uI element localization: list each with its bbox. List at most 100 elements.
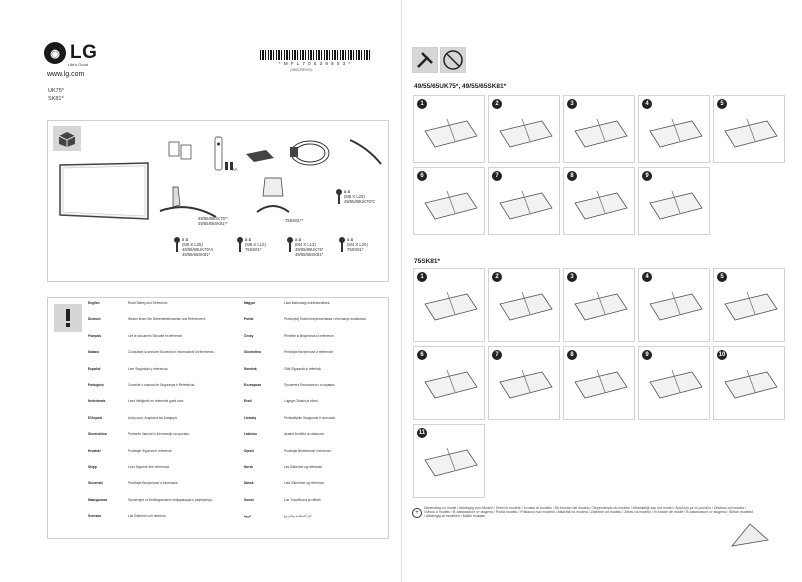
language-name: Deutsch <box>88 317 101 322</box>
assembly-step: 2 <box>488 95 560 163</box>
step-number: 1 <box>417 272 427 282</box>
language-row: Slovenčina Prečítajte Bezpečnosť a refere… <box>244 351 384 367</box>
step-number: 2 <box>492 272 502 282</box>
language-name: Italiano <box>88 350 100 355</box>
assembly-step: 7 <box>488 346 560 420</box>
footnote: Depending on model / Abhängig vom Modell… <box>424 506 753 518</box>
screw-1-label: x 4(M5 X L20)49/55/65UK75*C <box>344 189 375 204</box>
language-name: Svenska <box>88 514 101 519</box>
language-description: Lexo Sigurinë dhe referencat. <box>128 465 170 469</box>
language-name: Română <box>244 366 257 371</box>
screw-2-label: x 4(M5 X L25)49/55/65UK75*A 49/55/65SK81… <box>182 237 213 257</box>
step-number: 4 <box>642 99 652 109</box>
screw-4-models: 49/55/65UK75* 49/55/65SK81* <box>295 247 324 257</box>
battery-icon <box>225 162 233 170</box>
step-number: 5 <box>717 272 727 282</box>
screw-icon <box>287 237 293 252</box>
power-cable-icon <box>290 140 330 166</box>
step-number: 3 <box>567 99 577 109</box>
step-number: 10 <box>717 350 727 360</box>
language-name: Македонски <box>88 497 108 502</box>
stand-bar-icon <box>349 139 382 165</box>
assembly-step: 11 <box>413 424 485 498</box>
cable-holder-icon <box>246 150 274 162</box>
screw-4-spec: (M4 X L12) <box>295 242 316 247</box>
language-name: Български <box>244 383 262 387</box>
language-name: Slovenčina <box>244 350 261 355</box>
assembly-step: 9 <box>638 167 710 235</box>
language-description: Lugege Ohutus ja viited. <box>284 399 319 404</box>
language-name: Eesti <box>244 399 252 404</box>
language-description: Pročitajte Sigurnost i reference. <box>128 448 173 453</box>
step-illustration <box>424 291 478 321</box>
step-illustration <box>574 369 628 399</box>
assembly-step: 8 <box>563 167 635 235</box>
language-name: Lietuvių <box>244 415 257 420</box>
language-row: Česky Přečtěte si Bezpečnost a reference. <box>244 333 384 351</box>
step-number: 9 <box>642 171 652 181</box>
website-url: www.lg.com <box>47 71 85 78</box>
assembly-step: 5 <box>713 95 785 163</box>
language-description: Přečtěte si Bezpečnost a reference. <box>284 333 335 338</box>
language-description: Perskaitykite Saugumas ir nuorodos. <box>284 415 336 420</box>
language-name: Norsk <box>244 465 254 469</box>
stand-left-models: 49/55/65UK75** 49/55/65SK81** <box>198 216 229 226</box>
step-illustration <box>724 118 778 148</box>
assembly-step: 6 <box>413 346 485 420</box>
accessories-box: AA 49/55/65UK75** 49/55/65SK81** 75SK81*… <box>47 120 389 282</box>
lg-logo: ◉ LG <box>44 42 97 64</box>
screw-4-qty: x 4 <box>295 237 301 242</box>
warning-icon <box>54 304 82 332</box>
language-description: Прочетете Безопасност и справка. <box>284 383 336 387</box>
language-name: Česky <box>244 333 254 338</box>
assembly-step: 6 <box>413 167 485 235</box>
tv-panel-icon <box>59 162 149 220</box>
screw-4-label: x 4(M4 X L12)49/55/65UK75* 49/55/65SK81* <box>295 237 323 257</box>
language-row: Română Citiți Siguranță și referință. <box>244 366 384 384</box>
assembly-step: 3 <box>563 268 635 342</box>
language-description: اقرأ السلامة والمرجع <box>284 514 312 519</box>
language-description: Citiți Siguranță și referință. <box>284 366 322 371</box>
assembly-step: 5 <box>713 268 785 342</box>
step-illustration <box>724 291 778 321</box>
corner-hand-icon <box>731 523 769 547</box>
assembly-step: 1 <box>413 268 485 342</box>
language-description: Pročitajte Bezbednost i reference. <box>284 448 332 453</box>
step-illustration <box>424 447 478 477</box>
logo-text: LG <box>70 42 98 63</box>
step-illustration <box>499 190 553 220</box>
plus-icon: + <box>412 508 422 518</box>
language-description: Lásd Biztonsági óvintézkedések. <box>284 301 331 305</box>
language-description: Lue Turvallisuus ja viitteet. <box>284 497 322 502</box>
step-number: 5 <box>717 99 727 109</box>
step-illustration <box>574 291 628 321</box>
section-title-a: 49/55/65UK75*, 49/55/65SK81* <box>414 83 507 90</box>
language-description: Prečítajte Bezpečnosť a informácie. <box>128 481 179 486</box>
language-description: Läs Säkerhet och referens. <box>128 514 167 519</box>
screw-3-spec: (M6 X L12) <box>245 242 266 247</box>
language-row: Lietuvių Perskaitykite Saugumas ir nuorod… <box>244 415 384 433</box>
language-row: Български Прочетете Безопасност и справка… <box>244 383 384 400</box>
screw-icon <box>237 237 243 252</box>
step-illustration <box>649 118 703 148</box>
language-description: Preberite Varnost in informacije za upor… <box>128 432 190 437</box>
language-name: Ελληνικά <box>88 415 102 420</box>
language-name: Srpski <box>244 448 254 453</box>
screw-2-qty: x 4 <box>182 237 188 242</box>
screw-3-label: x 4(M6 X L12)75SK81* <box>245 237 266 252</box>
stand-left-icon <box>159 186 217 218</box>
barcode-text: * M F L 7 0 5 3 9 8 0 3 * <box>278 61 352 66</box>
no-tool-icon <box>440 47 466 73</box>
section-title-b: 75SK81* <box>414 258 441 265</box>
language-description: Prečítajte Bezpečnosť a referencie. <box>284 350 334 355</box>
